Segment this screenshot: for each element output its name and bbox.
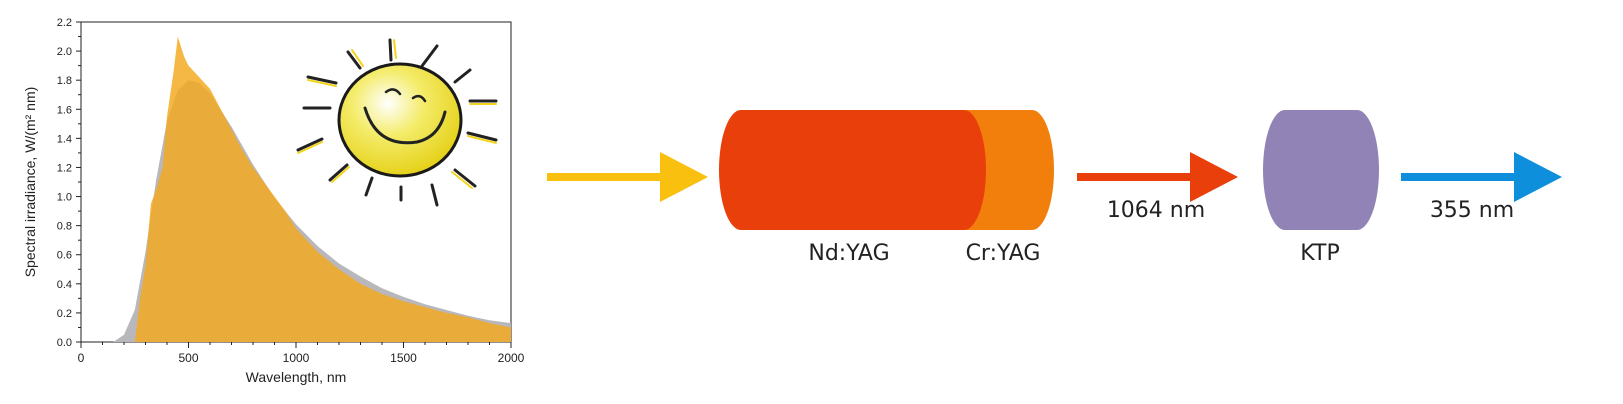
x-tick-label: 500 xyxy=(178,351,198,365)
sun-left-eye xyxy=(384,88,402,96)
y-tick-label: 0.2 xyxy=(57,308,72,320)
series-area-2 xyxy=(134,36,512,342)
y-tick-label: 0.8 xyxy=(57,221,72,233)
series-layer xyxy=(113,36,512,342)
y-tick-label: 2.0 xyxy=(57,46,72,58)
ir-wavelength-label: 1064 nm xyxy=(1107,198,1205,223)
y-tick-label: 1.0 xyxy=(57,192,72,204)
uv-arrow xyxy=(1401,152,1562,202)
y-tick-label: 1.8 xyxy=(57,75,72,87)
uv-wavelength-label: 355 nm xyxy=(1430,198,1514,223)
x-tick-label: 2000 xyxy=(498,351,525,365)
y-axis-label: Spectral irradiance, W/(m² nm) xyxy=(22,87,38,278)
pump-arrow xyxy=(547,152,708,202)
spectrum-chart: 0.0 0.2 0.4 0.6 0.8 1.0 1.2 1.4 1.6 1.8 2.0 2.2 0 500… xyxy=(22,17,525,385)
laser-rod xyxy=(719,110,1054,230)
nd-yag-label: Nd:YAG xyxy=(808,241,889,266)
y-tick-label: 0.4 xyxy=(57,279,72,291)
x-tick-label: 0 xyxy=(78,351,85,365)
ktp-crystal xyxy=(1263,110,1379,230)
nd-yag-crystal xyxy=(719,110,986,230)
sun-smile xyxy=(363,106,447,145)
y-tick-label: 1.2 xyxy=(57,162,72,174)
sun-face xyxy=(337,62,463,178)
sun-illustration xyxy=(296,38,498,207)
y-tick-label: 1.4 xyxy=(57,133,72,145)
ir-arrow xyxy=(1077,152,1238,202)
cr-yag-crystal xyxy=(964,110,1054,230)
x-axis-label: Wavelength, nm xyxy=(246,369,347,385)
sun-rays xyxy=(296,38,498,207)
sun-right-eye xyxy=(411,94,427,103)
y-tick-label: 2.2 xyxy=(57,17,72,29)
x-tick-label: 1000 xyxy=(283,351,310,365)
y-tick-label: 0.0 xyxy=(57,337,72,349)
y-tick-label: 0.6 xyxy=(57,250,72,262)
ktp-label: KTP xyxy=(1300,241,1339,266)
x-tick-label: 1500 xyxy=(390,351,417,365)
cr-yag-label: Cr:YAG xyxy=(966,241,1041,266)
y-tick-label: 1.6 xyxy=(57,104,72,116)
tick-layer: 0.0 0.2 0.4 0.6 0.8 1.0 1.2 1.4 1.6 1.8 2.0 2.2 0 500… xyxy=(57,17,525,365)
laser-diagram: Nd:YAG Cr:YAG 1064 nm KTP 355 nm xyxy=(547,110,1562,266)
